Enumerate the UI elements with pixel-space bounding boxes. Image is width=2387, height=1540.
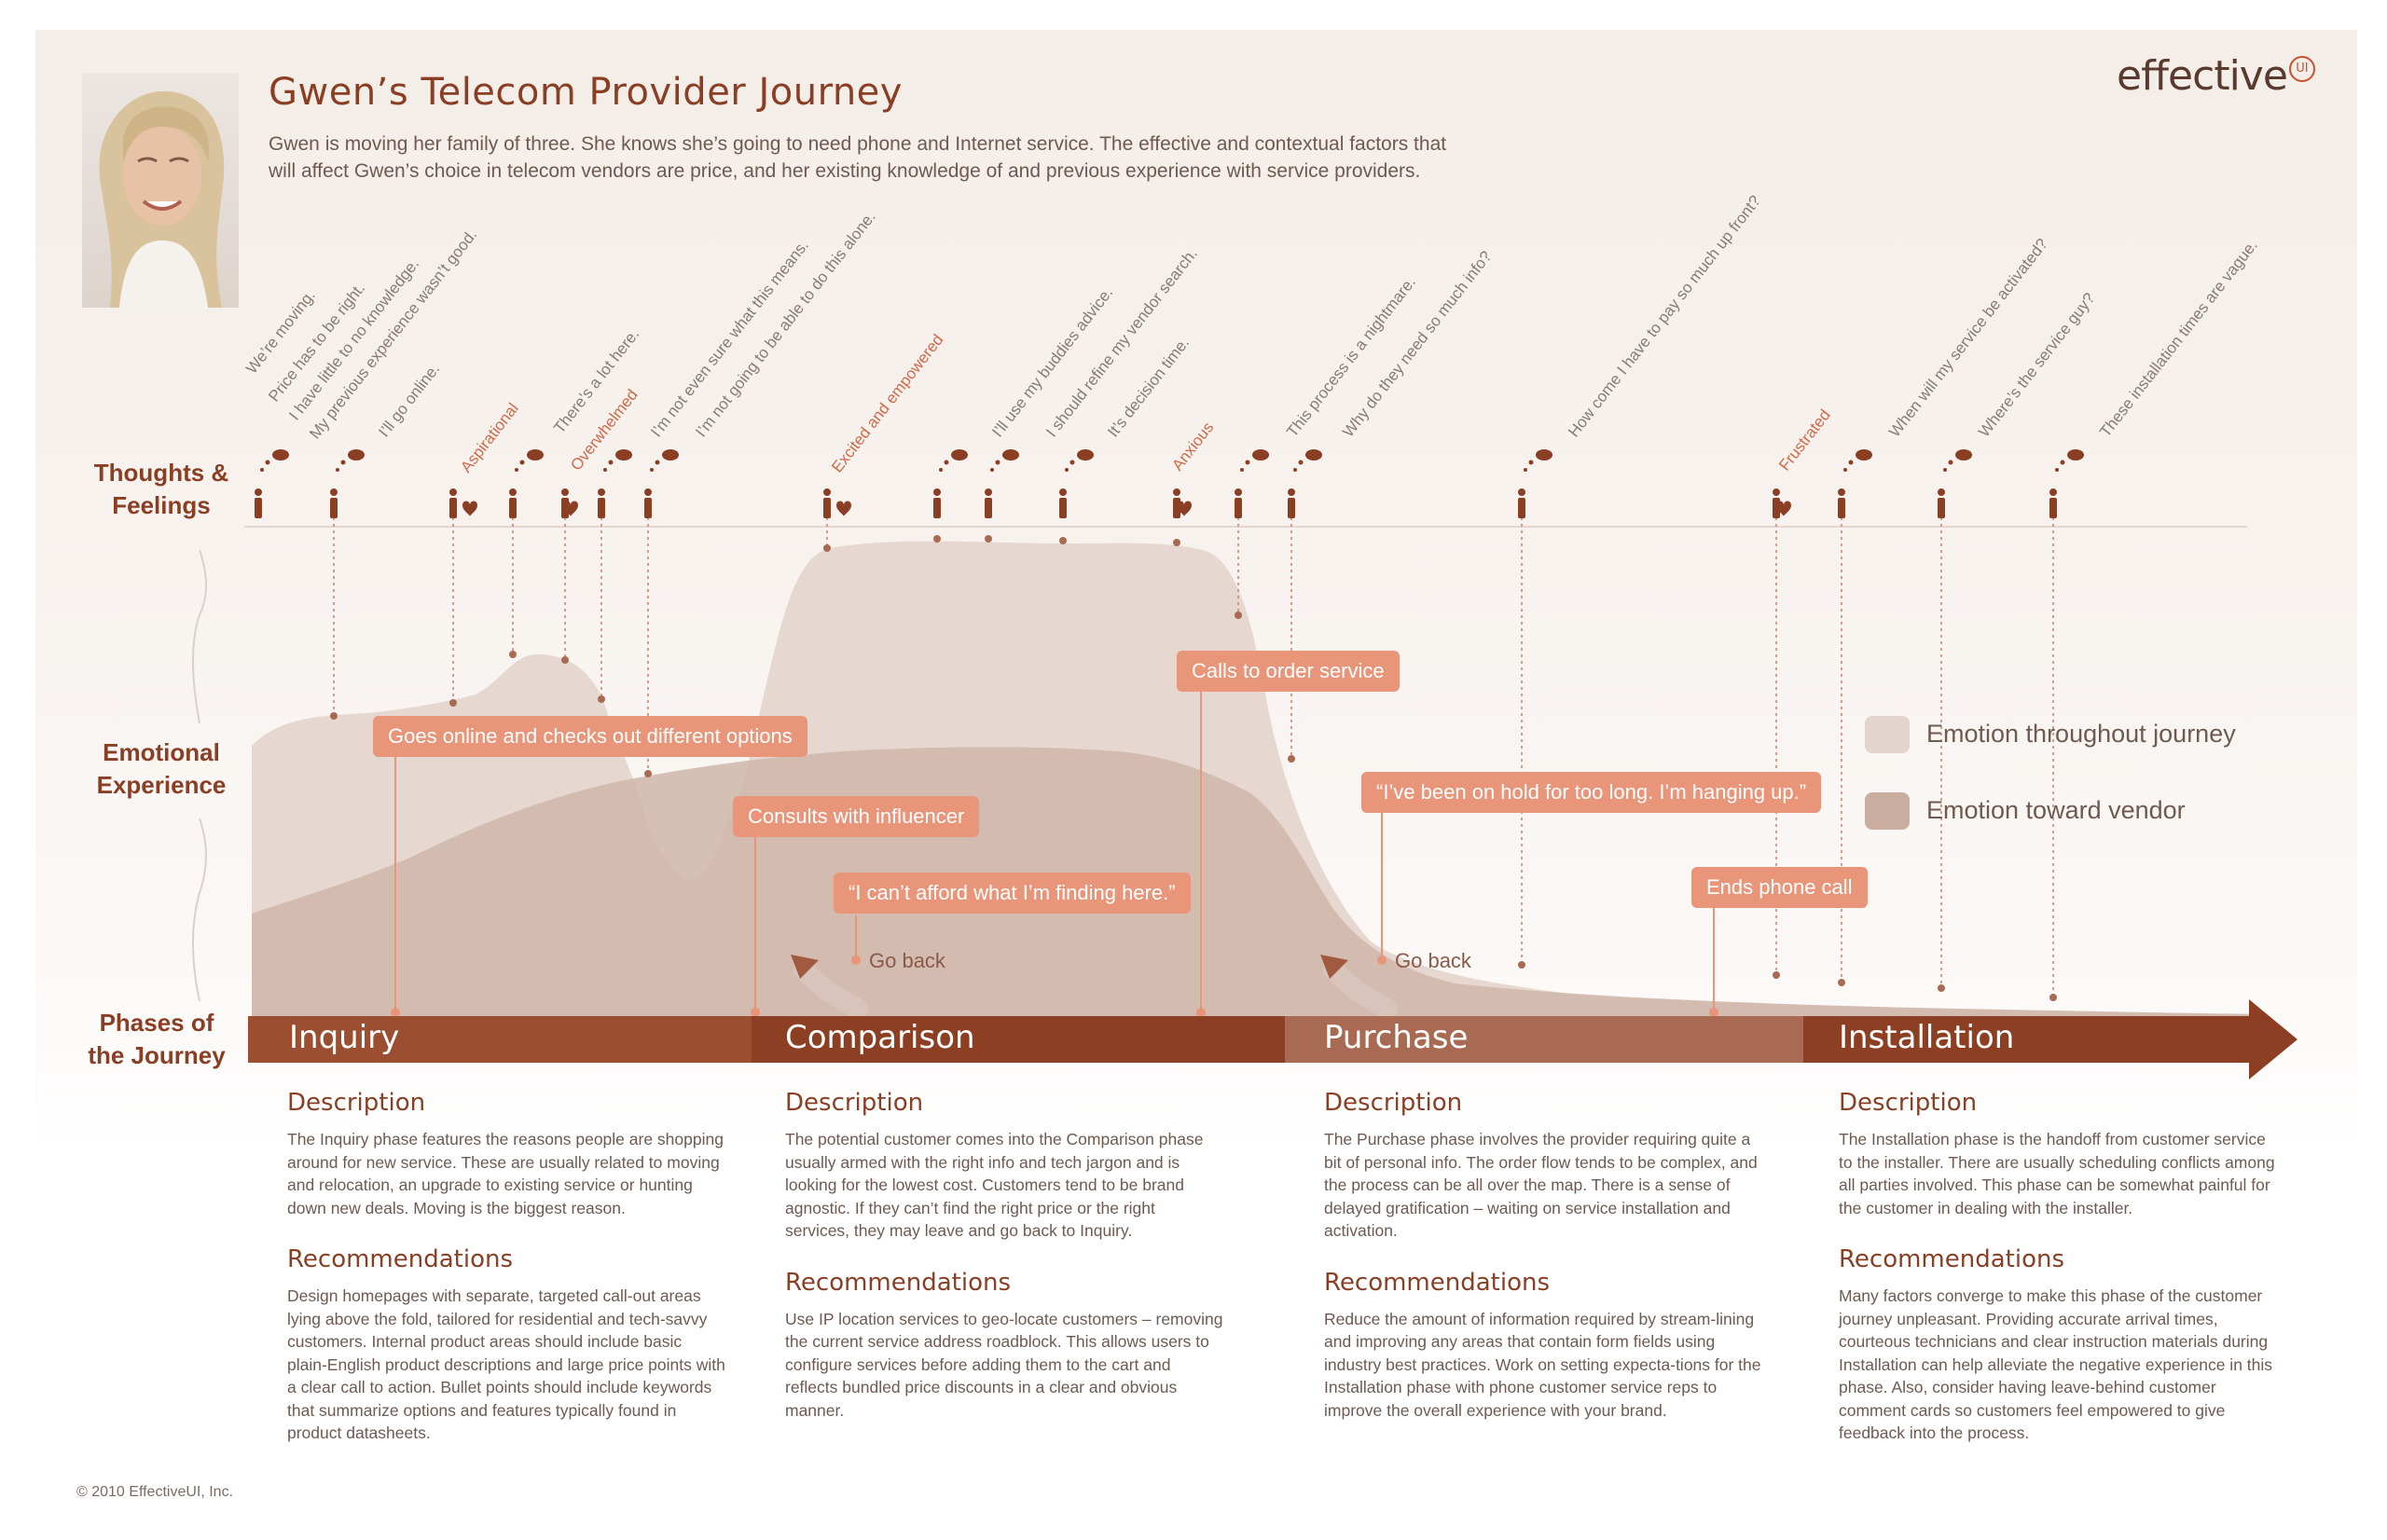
description-text: The Installation phase is the handoff fr… (1839, 1130, 2275, 1217)
recommendations-text: Reduce the amount of information require… (1324, 1309, 1761, 1420)
heart-icons (462, 501, 1791, 516)
feeling-text: Excited and empowered (828, 331, 946, 475)
legend-label-vendor: Emotion toward vendor (1926, 796, 2186, 824)
callout-ends-phone-call: Ends phone call (1691, 867, 1868, 908)
go-back-arrow-right (1320, 955, 1398, 1019)
description-text: The potential customer comes into the Co… (785, 1130, 1204, 1240)
callout-cant-afford: “I can’t afford what I’m finding here.” (834, 873, 1191, 914)
column-installation: Description The Installation phase is th… (1839, 1089, 2277, 1471)
thoughts-feelings-label: Thoughts & Feelings (93, 459, 229, 519)
phase-name-inquiry: Inquiry (289, 1019, 400, 1056)
phase-bar (248, 999, 2297, 1079)
emotional-experience-label: Emotional Experience (96, 738, 227, 799)
description-text: The Inquiry phase features the reasons p… (287, 1130, 724, 1217)
page-title: Gwen’s Telecom Provider Journey (269, 71, 903, 114)
copyright: © 2010 EffectiveUI, Inc. (76, 1484, 234, 1500)
column-inquiry: Description The Inquiry phase features t… (287, 1089, 725, 1471)
go-back-arrow-left (791, 955, 868, 1019)
phase-name-comparison: Comparison (785, 1019, 975, 1056)
recommendations-heading: Recommendations (287, 1245, 514, 1273)
description-heading: Description (287, 1089, 426, 1117)
thought-bubble-icons (260, 449, 2084, 472)
description-heading: Description (1839, 1089, 1978, 1117)
thought-texts: We’re moving. Price has to be right. I h… (242, 192, 2261, 442)
column-purchase: Description The Purchase phase involves … (1324, 1089, 1762, 1448)
description-heading: Description (785, 1089, 924, 1117)
thought-text: I’ll go online. (375, 360, 443, 440)
recommendations-heading: Recommendations (785, 1268, 1012, 1297)
callout-goes-online: Goes online and checks out different opt… (373, 716, 807, 757)
recommendations-heading: Recommendations (1839, 1245, 2065, 1273)
description-heading: Description (1324, 1089, 1463, 1117)
legend-swatch-vendor (1865, 792, 1910, 830)
bracket-top (192, 549, 207, 724)
thought-text: When will my service be activated? (1885, 235, 2051, 440)
recommendations-text: Many factors converge to make this phase… (1839, 1286, 2273, 1442)
bracket-bottom (192, 818, 207, 1002)
phase-bar-inquiry (248, 1016, 752, 1063)
go-back-label-purchase: Go back (1395, 949, 1471, 972)
phase-bar-purchase (1285, 1016, 1803, 1063)
thought-text: I’m not going to be able to do this alon… (692, 208, 879, 440)
callout-calls-to-order: Calls to order service (1177, 651, 1400, 692)
callout-consults-influencer: Consults with influencer (733, 796, 980, 837)
recommendations-text: Use IP location services to geo-locate c… (785, 1309, 1223, 1420)
legend-swatch-throughout (1865, 716, 1910, 753)
gwen-portrait (82, 73, 239, 308)
thought-text: These installation times are vague. (2096, 237, 2261, 441)
recommendations-heading: Recommendations (1324, 1268, 1551, 1297)
logo-wordmark: effective (2117, 52, 2288, 100)
description-text: The Purchase phase involves the provider… (1324, 1130, 1758, 1240)
data-points (330, 535, 2057, 1001)
phase-name-installation: Installation (1839, 1019, 2015, 1056)
feeling-text: Anxious (1168, 419, 1217, 474)
callout-connectors (394, 692, 1715, 1012)
intro-paragraph: Gwen is moving her family of three. She … (269, 133, 1447, 182)
feeling-text: Aspirational (457, 400, 522, 476)
phase-name-purchase: Purchase (1324, 1019, 1469, 1056)
callout-on-hold: “I’ve been on hold for too long. I’m han… (1361, 772, 1822, 813)
callout-anchor-dots (391, 956, 1718, 1017)
recommendations-text: Design homepages with separate, targeted… (287, 1286, 725, 1442)
thought-text: How come I have to pay so much up front? (1565, 192, 1764, 440)
feeling-text: Frustrated (1775, 406, 1834, 474)
go-back-label-comparison: Go back (869, 949, 945, 972)
logo-badge: UI (2288, 56, 2315, 82)
column-comparison: Description The potential customer comes… (785, 1089, 1223, 1448)
legend-label-throughout: Emotion throughout journey (1926, 720, 2236, 748)
thought-text: There’s a lot here. (550, 325, 642, 436)
phase-bar-installation (1803, 999, 2297, 1079)
phases-label: Phases of the Journey (88, 1009, 226, 1069)
phase-bar-comparison (752, 1016, 1285, 1063)
